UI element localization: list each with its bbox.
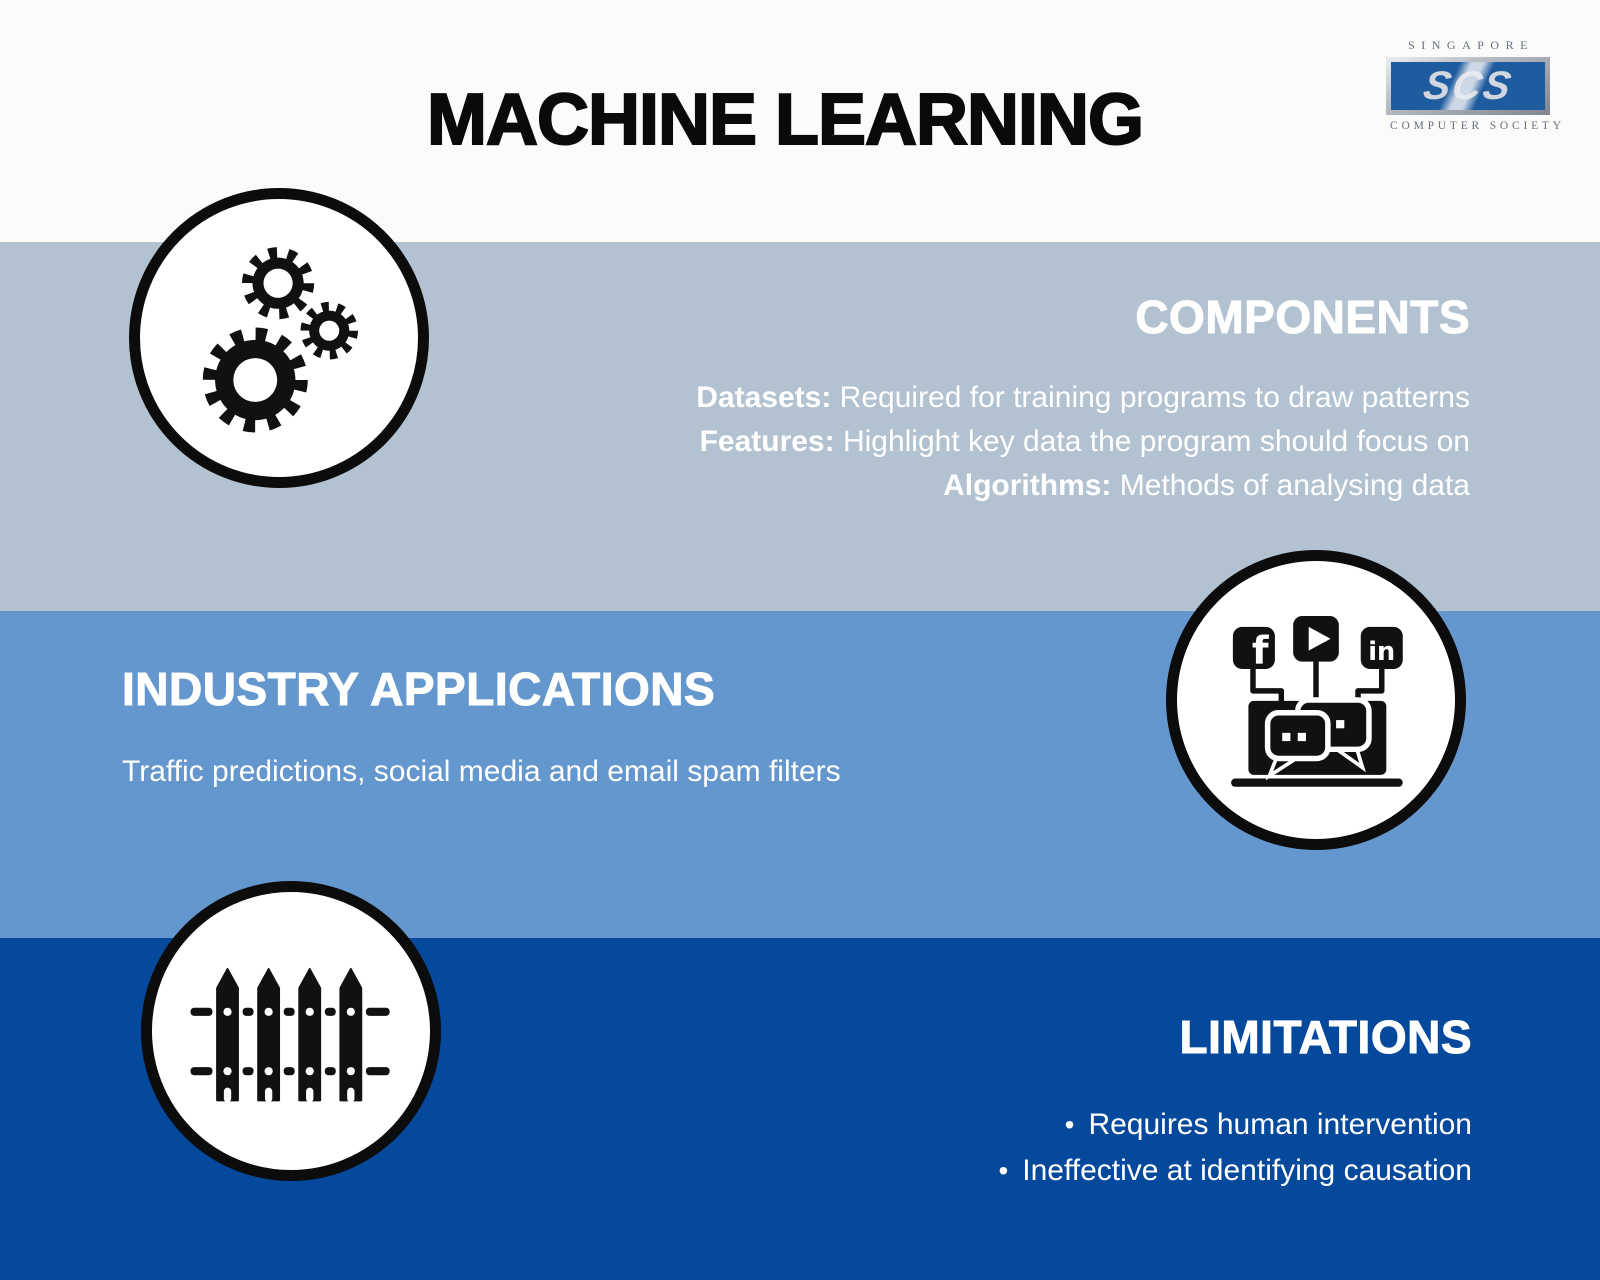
facebook-icon	[1232, 626, 1275, 669]
scs-monogram: SCS	[1419, 64, 1517, 108]
industry-body: Traffic predictions, social media and em…	[122, 755, 841, 788]
bullet-icon: •	[1064, 1109, 1075, 1140]
limitations-list: •Requires human intervention •Ineffectiv…	[998, 1102, 1472, 1194]
components-item-datasets: Datasets: Required for training programs…	[696, 381, 1470, 414]
limitations-item: •Requires human intervention	[998, 1102, 1472, 1148]
logo-plate: SCS	[1391, 62, 1545, 110]
limitations-section: LIMITATIONS •Requires human intervention…	[998, 1012, 1472, 1194]
components-icon-circle	[129, 188, 429, 488]
limitations-heading: LIMITATIONS	[1179, 1011, 1472, 1063]
industry-heading: INDUSTRY APPLICATIONS	[122, 663, 716, 715]
logo-country-text: SINGAPORE	[1408, 38, 1534, 52]
linkedin-icon	[1360, 626, 1403, 669]
components-heading: COMPONENTS	[1135, 291, 1470, 343]
industry-icon-circle: f in	[1166, 550, 1466, 850]
bullet-icon: •	[998, 1155, 1009, 1186]
logo-frame: SCS	[1386, 57, 1550, 115]
components-list: Datasets: Required for training programs…	[696, 376, 1470, 508]
components-section: COMPONENTS Datasets: Required for traini…	[696, 292, 1470, 508]
svg-text:f: f	[1252, 628, 1270, 673]
picket-fence-icon	[190, 967, 390, 1103]
gears-icon	[202, 247, 359, 433]
scs-logo: SINGAPORE SCS COMPUTER SOCIETY	[1386, 38, 1565, 132]
industry-section: INDUSTRY APPLICATIONS Traffic prediction…	[122, 664, 841, 792]
page-title: MACHINE LEARNING	[426, 80, 1145, 160]
logo-society-text: COMPUTER SOCIETY	[1390, 120, 1565, 132]
limitations-icon-circle	[141, 881, 441, 1181]
limitations-item: •Ineffective at identifying causation	[998, 1148, 1472, 1194]
social-media-laptop-icon: f in	[1231, 615, 1403, 787]
svg-text:in: in	[1368, 637, 1395, 667]
components-item-features: Features: Highlight key data the program…	[699, 425, 1470, 458]
components-item-algorithms: Algorithms: Methods of analysing data	[943, 469, 1470, 502]
